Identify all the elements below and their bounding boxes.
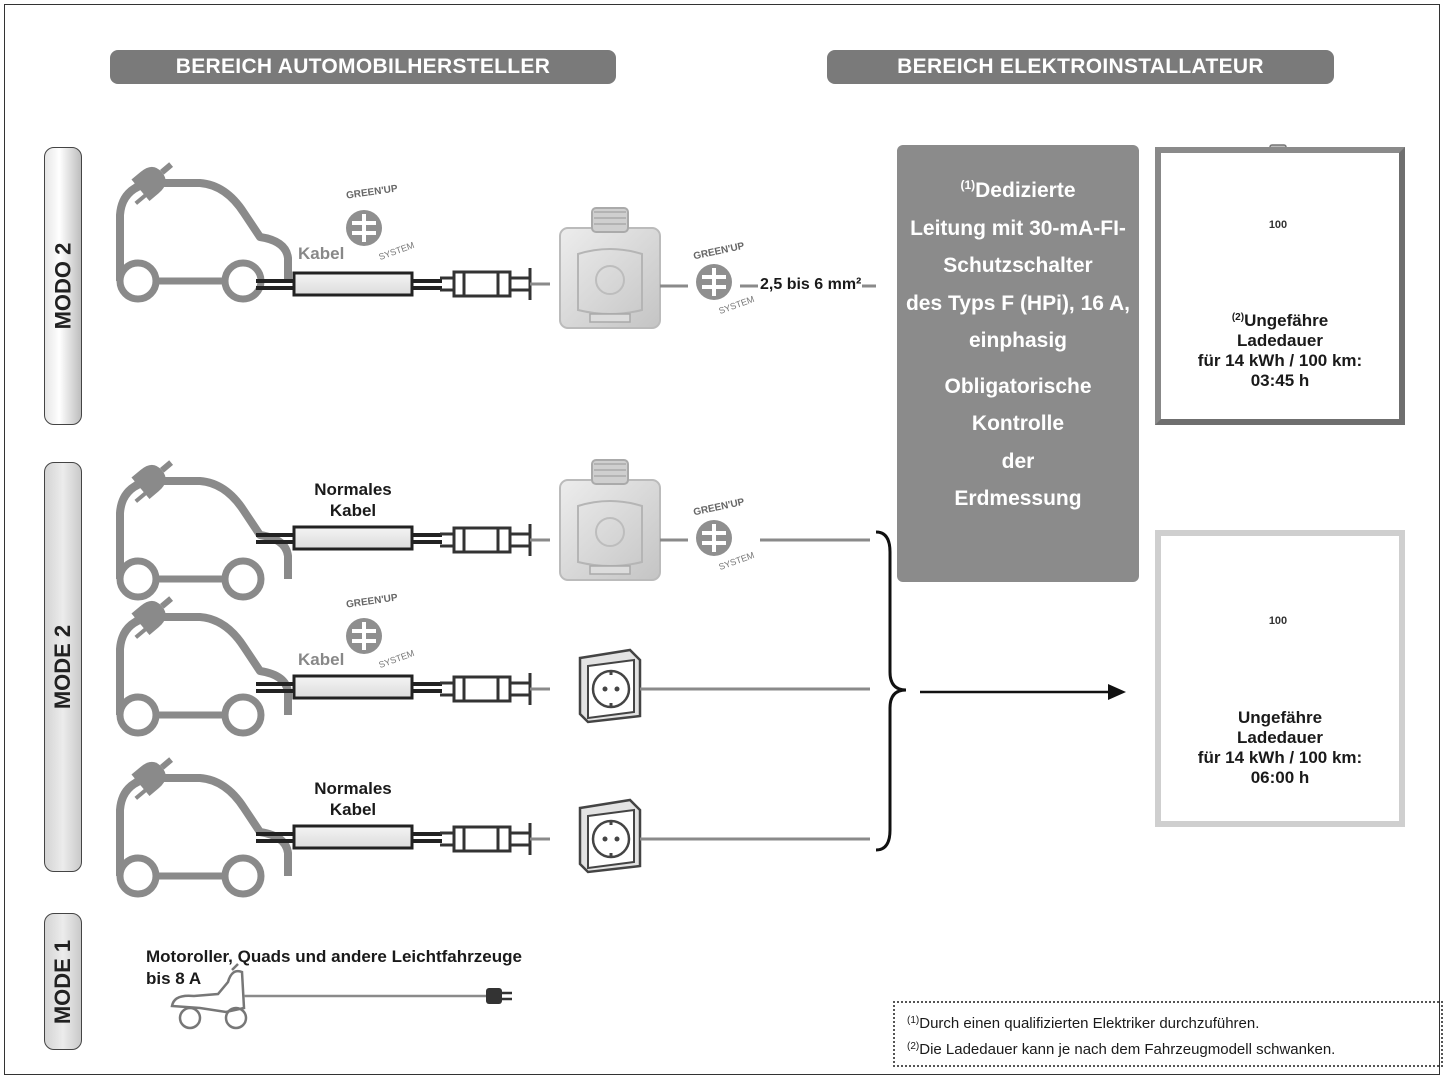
charge-time-line: für 14 kWh / 100 km: xyxy=(1197,351,1363,370)
diagram-frame xyxy=(4,4,1440,1075)
charge-time-value: 06:00 h xyxy=(1250,768,1310,787)
header-automobile: BEREICH AUTOMOBILHERSTELLER xyxy=(110,50,616,84)
requirements-text: der xyxy=(1001,449,1035,473)
car-icon xyxy=(120,154,288,299)
charge-time-line: Ungefähre xyxy=(1244,311,1329,330)
arrow-icon xyxy=(920,684,1126,700)
footnote-1: (1)Durch einen qualifizierten Elektriker… xyxy=(907,1009,1441,1035)
green-up-socket-icon xyxy=(559,207,661,329)
footnote-ref: (2) xyxy=(1231,312,1245,323)
requirements-text: Kontrolle xyxy=(971,412,1065,435)
plug-icon xyxy=(438,522,552,558)
cable-icon xyxy=(256,674,442,700)
wire-section-label: 2,5 bis 6 mm² xyxy=(760,276,862,293)
green-up-logo-icon xyxy=(346,618,382,654)
scooter-icon xyxy=(170,963,248,1030)
wall-socket-icon xyxy=(578,648,642,724)
header-electrician: BEREICH ELEKTROINSTALLATEUR xyxy=(827,50,1334,84)
requirements-line: (1)Dedizierte xyxy=(897,167,1139,210)
charge-time-value: 03:45 h xyxy=(1250,371,1310,390)
header-electrician-label: BEREICH ELEKTROINSTALLATEUR xyxy=(897,55,1264,78)
green-up-logo-icon xyxy=(696,264,732,300)
mode1-description-line: Motoroller, Quads und andere Leichtfahrz… xyxy=(146,947,522,966)
green-up-logo-icon xyxy=(346,210,382,246)
mode-tab-modo2: MODO 2 xyxy=(44,147,82,425)
header-automobile-label: BEREICH AUTOMOBILHERSTELLER xyxy=(175,55,551,78)
cable-label: Kabel xyxy=(298,650,345,669)
green-up-socket-icon xyxy=(559,459,661,581)
mode1-description: Motoroller, Quads und andere Leichtfahrz… xyxy=(146,946,522,990)
plug-icon xyxy=(438,821,552,857)
footnote-ref: (2) xyxy=(907,1041,920,1052)
cable-icon xyxy=(256,824,442,850)
footnote-2: (2)Die Ladedauer kann je nach dem Fahrze… xyxy=(907,1035,1441,1061)
footnote-text: Durch einen qualifizierten Elektriker du… xyxy=(919,1015,1260,1032)
stopwatch-dial-label: 100 xyxy=(1268,219,1288,231)
cable-icon xyxy=(256,271,442,297)
brace-icon xyxy=(875,530,907,852)
requirements-text: Erdmessung xyxy=(954,487,1082,510)
charge-time-box-standard: Ungefähre Ladedauer für 14 kWh / 100 km:… xyxy=(1155,530,1405,827)
footnote-ref: (1) xyxy=(960,178,976,192)
requirements-text: des Typs F (HPi), 16 A, xyxy=(905,291,1131,315)
charge-time-line: für 14 kWh / 100 km: xyxy=(1197,748,1363,767)
cable-icon xyxy=(256,525,442,551)
green-up-logo-icon xyxy=(696,520,732,556)
charge-time-text: (2)Ungefähre Ladedauer für 14 kWh / 100 … xyxy=(1161,308,1399,391)
requirements-text: Schutzschalter xyxy=(943,254,1093,277)
stopwatch-dial-label: 100 xyxy=(1268,615,1288,627)
cable-label: Normales Kabel xyxy=(314,779,392,819)
car-icon xyxy=(120,749,288,894)
footnote-ref: (1) xyxy=(907,1015,920,1026)
charge-time-line: Ungefähre xyxy=(1237,708,1323,727)
mode-tab-mode1: MODE 1 xyxy=(44,913,82,1050)
requirements-text: Dedizierte xyxy=(975,179,1076,202)
footnotes-box: (1)Durch einen qualifizierten Elektriker… xyxy=(893,1001,1443,1067)
charge-time-line: Ladedauer xyxy=(1237,728,1323,747)
footnote-text: Die Ladedauer kann je nach dem Fahrzeugm… xyxy=(919,1041,1336,1058)
car-icon xyxy=(120,588,288,733)
requirements-text: Leitung mit 30-mA-FI- xyxy=(910,216,1126,240)
charge-time-box-dedicated: (2)Ungefähre Ladedauer für 14 kWh / 100 … xyxy=(1155,147,1405,425)
charge-time-text: Ungefähre Ladedauer für 14 kWh / 100 km:… xyxy=(1161,708,1399,788)
mode-tab-mode2: MODE 2 xyxy=(44,462,82,872)
cable-label: Kabel xyxy=(298,244,345,263)
plug-icon xyxy=(438,671,552,707)
requirements-text: einphasig xyxy=(968,329,1068,352)
charge-time-line: Ladedauer xyxy=(1237,331,1323,350)
wall-socket-icon xyxy=(578,798,642,874)
plug-icon xyxy=(486,988,512,1004)
mode1-description-line: bis 8 A xyxy=(146,969,202,988)
requirements-text: Obligatorische xyxy=(944,374,1092,398)
installation-requirements-box: (1)Dedizierte Leitung mit 30-mA-FI- Schu… xyxy=(897,145,1139,582)
cable-label: Normales Kabel xyxy=(314,480,392,520)
car-icon xyxy=(120,452,288,597)
plug-icon xyxy=(438,266,552,302)
